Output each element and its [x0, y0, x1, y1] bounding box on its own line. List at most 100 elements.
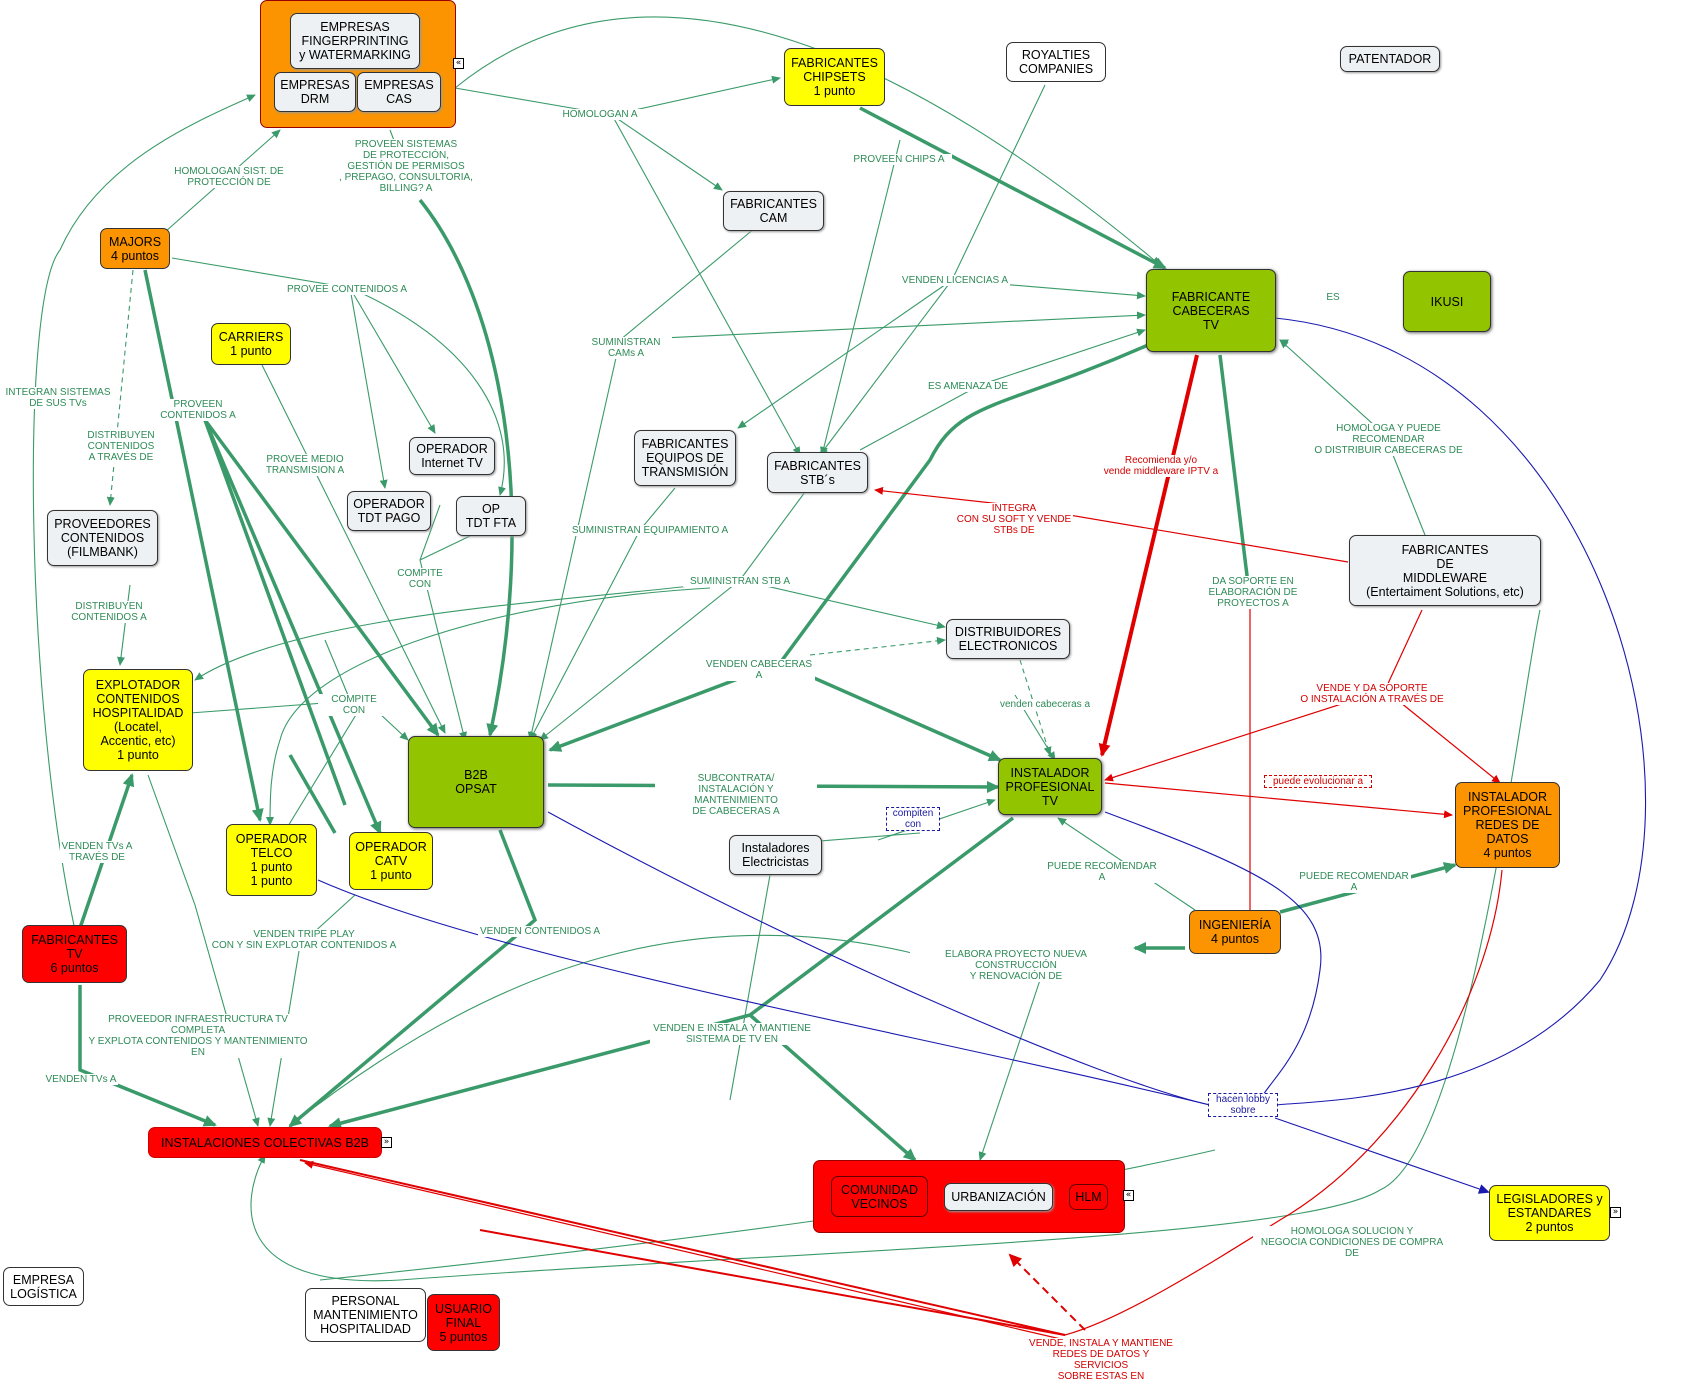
- edge: [739, 579, 946, 630]
- edge: [611, 114, 801, 456]
- edge: [1279, 339, 1289, 347]
- collapse-group-icon[interactable]: «: [1123, 1190, 1134, 1201]
- node-legisladores-estandares[interactable]: LEGISLADORES y ESTANDARES 2 puntos: [1489, 1185, 1610, 1241]
- edge: [143, 269, 264, 822]
- edge: [1274, 317, 1647, 1106]
- node-fabricante-cabeceras[interactable]: FABRICANTE CABECERAS TV: [1146, 269, 1276, 352]
- edge: [349, 287, 506, 496]
- edge-label: PROVEEDOR INFRAESTRUCTURA TV COMPLETA Y …: [82, 1014, 314, 1058]
- node-fabricantes-cam[interactable]: FABRICANTES CAM: [723, 191, 824, 231]
- node-explotador-contenidos[interactable]: EXPLOTADOR CONTENIDOS HOSPITALIDAD (Loca…: [83, 669, 193, 771]
- edge: [1274, 1117, 1490, 1194]
- edge: [729, 874, 771, 1101]
- edge-label: COMPITE CON: [318, 694, 390, 716]
- node-personal-mantenimiento[interactable]: PERSONAL MANTENIMIENTO HOSPITALIDAD: [305, 1288, 426, 1342]
- edge-label: SUMINISTRAN EQUIPAMIENTO A: [565, 525, 735, 536]
- edge: [1008, 1253, 1086, 1331]
- node-operador-tdt-pago[interactable]: OPERADOR TDT PAGO: [347, 491, 431, 531]
- edge-label: Recomienda y/o vende middleware IPTV a: [1095, 455, 1227, 477]
- collapse-group-icon[interactable]: «: [453, 58, 464, 69]
- node-proveedores-contenidos[interactable]: PROVEEDORES CONTENIDOS (FILMBANK): [47, 510, 158, 566]
- node-instalaciones-colectivas-b2b[interactable]: INSTALACIONES COLECTIVAS B2B: [148, 1127, 382, 1158]
- edge-label: ELABORA PROYECTO NUEVA CONSTRUCCIÓN Y RE…: [910, 949, 1122, 982]
- edge-label: PUEDE RECOMENDAR A: [1297, 871, 1411, 893]
- edge: [419, 535, 471, 561]
- node-fabricantes-stbs[interactable]: FABRICANTES STB´s: [767, 452, 868, 493]
- node-fabricantes-chipsets[interactable]: FABRICANTES CHIPSETS 1 punto: [784, 48, 885, 106]
- edge: [548, 343, 1149, 752]
- node-empresa-logistica[interactable]: EMPRESA LOGÍSTICA: [3, 1267, 84, 1306]
- edge-label: VENDEN E INSTALA Y MANTIENE SISTEMA DE T…: [650, 1023, 814, 1045]
- node-operador-internet[interactable]: OPERADOR Internet TV: [409, 437, 495, 475]
- edge: [203, 419, 347, 806]
- edge: [532, 500, 650, 830]
- node-comunidad-vecinos[interactable]: COMUNIDAD VECINOS: [831, 1176, 928, 1217]
- edge: [288, 829, 538, 1128]
- node-fabricantes-tv[interactable]: FABRICANTES TV 6 puntos: [22, 925, 127, 983]
- edge: [978, 964, 1046, 1161]
- node-fabricantes-middleware[interactable]: FABRICANTES DE MIDDLEWARE (Entertaiment …: [1349, 535, 1541, 606]
- edge-label: SUBCONTRATA/ INSTALACIÓN Y MANTENIMIENTO…: [655, 773, 817, 817]
- edge-label: VENDEN LICENCIAS A: [900, 275, 1010, 286]
- edge: [32, 94, 256, 931]
- node-b2b-opsat[interactable]: B2B OPSAT: [408, 736, 544, 828]
- edge-label: HOMOLOGAN SIST. DE PROTECCIÓN DE: [164, 166, 294, 188]
- edge-label: SUMINISTRAN CAMs A: [580, 337, 672, 359]
- edge-label: PUEDE RECOMENDAR A: [1045, 861, 1159, 883]
- node-majors[interactable]: MAJORS 4 puntos: [100, 228, 170, 269]
- node-empresas-drm[interactable]: EMPRESAS DRM: [274, 72, 356, 112]
- edge: [1218, 354, 1252, 601]
- edge: [1104, 782, 1453, 819]
- edge: [874, 486, 1349, 563]
- edge-label: SUMINISTRAN STB A: [683, 576, 797, 587]
- edge-label: VENDEN CONTENIDOS A: [478, 926, 602, 937]
- node-patentador[interactable]: PATENTADOR: [1340, 46, 1440, 72]
- node-fingerprinting[interactable]: EMPRESAS FINGERPRINTING y WATERMARKING: [290, 13, 420, 69]
- node-instaladores-electricistas[interactable]: Instaladores Electricistas: [729, 835, 822, 875]
- edge: [317, 879, 1211, 1106]
- edge: [288, 754, 337, 834]
- edge: [261, 364, 446, 734]
- node-operador-catv[interactable]: OPERADOR CATV 1 punto: [349, 832, 433, 890]
- edge-label: venden cabeceras a: [993, 699, 1097, 710]
- edge: [547, 811, 1211, 1106]
- edge-label: compiten con: [886, 807, 940, 831]
- node-ikusi[interactable]: IKUSI: [1403, 271, 1491, 332]
- expand-icon[interactable]: »: [1610, 1207, 1621, 1218]
- node-urbanizacion[interactable]: URBANIZACIÓN: [944, 1183, 1053, 1211]
- node-ingenieria[interactable]: INGENIERÍA 4 puntos: [1189, 910, 1281, 954]
- node-instalador-redes-datos[interactable]: INSTALADOR PROFESIONAL REDES DE DATOS 4 …: [1455, 782, 1560, 868]
- edge: [203, 419, 382, 835]
- edge: [619, 311, 1146, 341]
- edge: [1064, 869, 1503, 1336]
- edge: [779, 661, 1002, 762]
- edge-label: COMPITE CON: [393, 568, 447, 590]
- edge: [117, 584, 131, 666]
- edge: [809, 636, 946, 656]
- node-hlm[interactable]: HLM: [1069, 1184, 1108, 1210]
- edge: [418, 198, 514, 737]
- edge-label: INTEGRA CON SU SOFT Y VENDE STBs DE: [955, 503, 1073, 536]
- edge-label: HOMOLOGA Y PUEDE RECOMENDAR O DISTRIBUIR…: [1300, 423, 1477, 456]
- edge-label: ES: [1323, 292, 1343, 303]
- edge: [266, 587, 711, 826]
- edge-label: VENDE, INSTALA Y MANTIENE REDES DE DATOS…: [1025, 1338, 1177, 1382]
- node-carriers[interactable]: CARRIERS 1 punto: [211, 323, 291, 365]
- edge: [1104, 811, 1322, 1101]
- edge: [281, 699, 366, 837]
- edge: [737, 279, 953, 429]
- node-distribuidores-electronicos[interactable]: DISTRIBUIDORES ELECTRONICOS: [946, 619, 1070, 659]
- node-op-tdt-fta[interactable]: OP TDT FTA: [456, 496, 526, 536]
- edge-label: HOMOLOGA SOLUCION Y NEGOCIA CONDICIONES …: [1253, 1226, 1451, 1259]
- edge: [250, 609, 1541, 1282]
- node-operador-telco[interactable]: OPERADOR TELCO 1 punto 1 punto: [226, 824, 317, 896]
- node-instalador-profesional-tv[interactable]: INSTALADOR PROFESIONAL TV: [998, 758, 1102, 815]
- node-fabricantes-equipos[interactable]: FABRICANTES EQUIPOS DE TRANSMISIÓN: [634, 430, 736, 486]
- node-empresas-cas[interactable]: EMPRESAS CAS: [357, 72, 441, 112]
- edge: [203, 418, 440, 737]
- node-usuario-final[interactable]: USUARIO FINAL 5 puntos: [427, 1294, 500, 1351]
- expand-icon[interactable]: »: [381, 1137, 392, 1148]
- edge: [820, 139, 901, 456]
- edge: [479, 1229, 1066, 1336]
- node-royalties-companies[interactable]: ROYALTIES COMPANIES: [1006, 42, 1106, 82]
